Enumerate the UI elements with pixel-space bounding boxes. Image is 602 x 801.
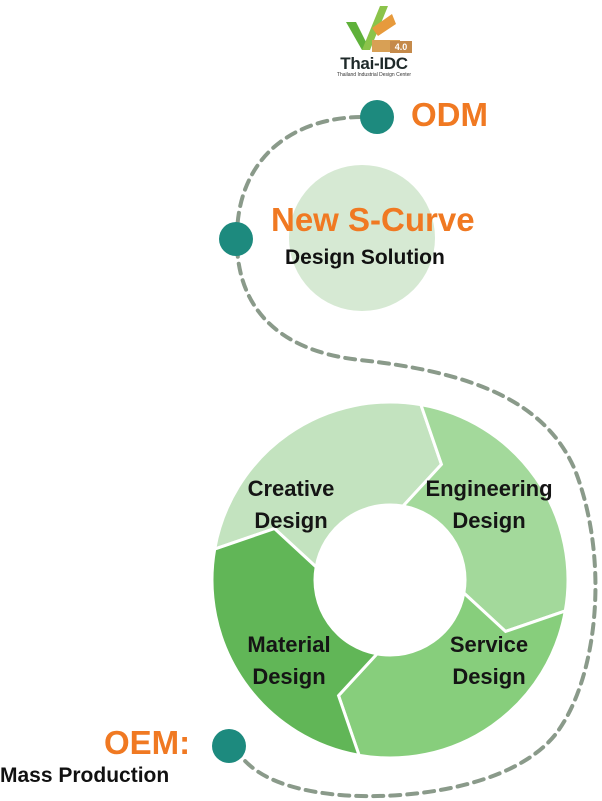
cycle-center — [315, 505, 465, 655]
oem-label: OEM: — [104, 724, 191, 761]
logo-name: Thai-IDC — [340, 54, 408, 73]
odm-label: ODM — [411, 96, 488, 133]
mass-production-label: Mass Production — [0, 764, 170, 787]
s-curve-bubble — [289, 165, 435, 311]
segment-label-line1: Service — [449, 632, 529, 657]
oem-node — [212, 729, 246, 763]
segment-label-line2: Design — [254, 508, 328, 533]
s-curve-node — [219, 222, 253, 256]
logo-tagline: Thailand Industrial Design Center — [336, 72, 412, 78]
segment-label-material: Material Design — [209, 629, 369, 693]
logo-version-badge: 4.0 — [390, 41, 412, 53]
segment-label-line2: Design — [252, 664, 326, 689]
segment-label-line2: Design — [452, 664, 526, 689]
segment-label-line1: Engineering — [425, 476, 553, 501]
segment-label-line2: Design — [452, 508, 526, 533]
odm-node — [360, 100, 394, 134]
segment-label-service: Service Design — [409, 629, 569, 693]
segment-label-line1: Creative — [247, 476, 335, 501]
new-s-curve-label: New S-Curve — [271, 201, 475, 238]
design-solution-label: Design Solution — [285, 246, 445, 269]
design-cycle — [210, 400, 570, 760]
segment-label-line1: Material — [247, 632, 331, 657]
segment-label-creative: Creative Design — [211, 473, 371, 537]
segment-label-engineering: Engineering Design — [409, 473, 569, 537]
